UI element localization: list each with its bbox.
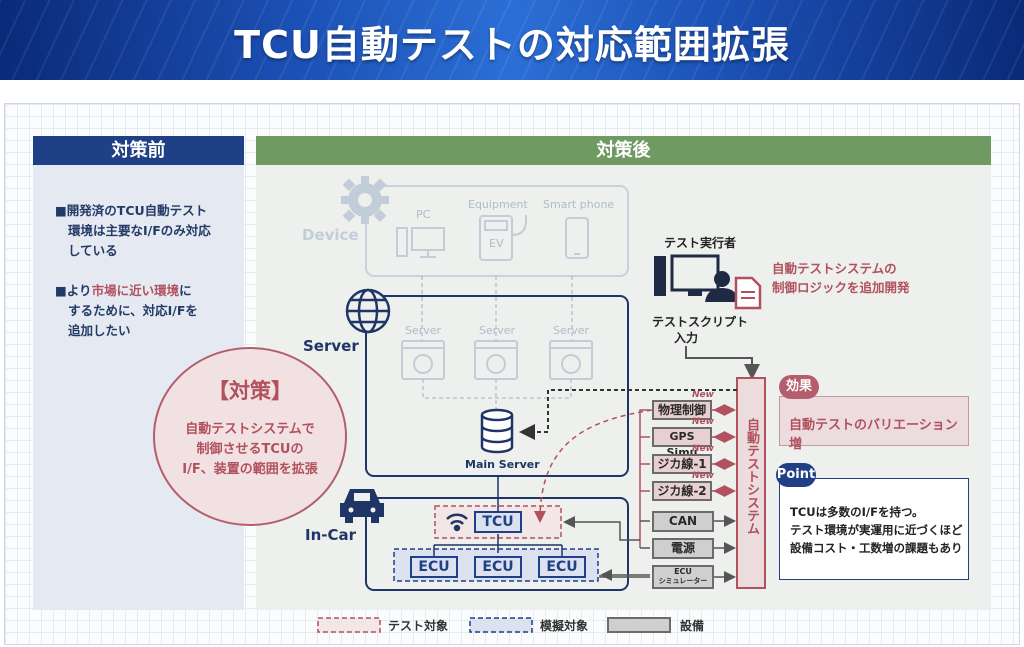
incar-label: In-Car xyxy=(305,526,357,544)
effect-box: 自動テストのバリエーション増 xyxy=(779,396,969,452)
before-bullet-2-suffix: に xyxy=(179,283,192,298)
database-icon xyxy=(480,408,514,454)
before-bullet-2-prefix: ■より xyxy=(55,283,92,298)
before-bullet-2-line-3: 追加したい xyxy=(68,323,131,338)
ecu-sim-bottom: シミュレーター xyxy=(658,577,708,585)
server-icon-1 xyxy=(401,340,445,380)
server-sub-label-2: Server xyxy=(479,324,516,337)
effect-tag: 効果 xyxy=(779,375,819,399)
tcu-box: TCU xyxy=(474,511,522,533)
point-tag: Point xyxy=(776,463,816,487)
before-bullet-2-line-2: するために、対応I/Fを xyxy=(68,303,198,318)
ecu-box-1: ECU xyxy=(410,556,458,578)
measure-circle xyxy=(153,347,347,526)
interface-ecu-simulator: ECU シミュレーター xyxy=(652,565,714,589)
gear-icon xyxy=(341,176,389,224)
smartphone-label: Smart phone xyxy=(543,198,615,211)
auto-test-system-label: 自動テストシステム xyxy=(744,418,759,535)
dev-note-line-2: 制御ロジックを追加開発 xyxy=(772,280,910,295)
new-badge-3: New xyxy=(692,444,714,454)
dev-note-line-1: 自動テストシステムの xyxy=(772,261,897,276)
main-server-label: Main Server xyxy=(465,458,540,471)
new-badge-1: New xyxy=(692,390,714,400)
measure-title: 【対策】 xyxy=(208,379,292,403)
point-line-1: TCUは多数のI/Fを持つ。 xyxy=(790,505,924,519)
device-group xyxy=(341,176,629,277)
interface-can: CAN xyxy=(652,511,714,532)
point-line-3: 設備コスト・工数増の課題もあり xyxy=(790,541,963,555)
point-box xyxy=(779,478,969,580)
device-label: Device xyxy=(302,226,359,244)
before-header: 対策前 xyxy=(33,136,244,165)
interface-physical-control: 物理制御 xyxy=(652,400,712,420)
title-banner xyxy=(0,0,1024,80)
legend-equipment-swatch xyxy=(607,617,671,633)
new-badge-4: New xyxy=(692,471,714,481)
document-icon xyxy=(734,276,762,310)
tester-title: テスト実行者 xyxy=(664,236,737,250)
pc-icon xyxy=(396,227,445,258)
script-input-line-2: 入力 xyxy=(674,331,699,345)
ev-charger-icon xyxy=(479,215,527,261)
server-icon-2 xyxy=(474,340,518,380)
ecu-box-2: ECU xyxy=(474,556,522,578)
legend-test-target: テスト対象 xyxy=(388,619,449,633)
new-badge-2: New xyxy=(692,417,714,427)
legend-equipment: 設備 xyxy=(680,619,705,633)
legend-test-swatch xyxy=(317,617,381,633)
script-input-line-1: テストスクリプト xyxy=(652,315,749,329)
measure-line-3: I/F、装置の範囲を拡張 xyxy=(182,462,318,477)
equipment-links xyxy=(714,515,736,583)
before-bullet-1-line-2: 環境は主要なI/Fのみ対応 xyxy=(68,223,211,238)
after-header: 対策後 xyxy=(256,136,991,165)
legend-sim-swatch xyxy=(469,617,533,633)
interface-direct-wire-1: ジカ線-1 xyxy=(652,454,712,474)
server-sub-label-3: Server xyxy=(553,324,590,337)
server-icon-3 xyxy=(549,340,593,380)
server-sub-label-1: Server xyxy=(405,324,442,337)
ecu-sim-top: ECU xyxy=(674,567,692,576)
equipment-label: Equipment xyxy=(468,198,528,211)
before-bullet-1-line-3: している xyxy=(68,243,118,258)
pc-label: PC xyxy=(416,208,431,221)
car-icon xyxy=(340,489,384,523)
before-bullet-2-highlight: 市場に近い環境 xyxy=(91,283,180,298)
ev-label: EV xyxy=(489,237,504,250)
measure-line-1: 自動テストシステムで xyxy=(185,422,315,437)
legend-simulated-target: 模擬対象 xyxy=(540,619,589,633)
interface-direct-wire-2: ジカ線-2 xyxy=(652,481,712,501)
server-label: Server xyxy=(303,337,359,355)
measure-line-2: 制御させるTCUの xyxy=(196,442,304,457)
before-bullet-1-line-1: ■開発済のTCU自動テスト xyxy=(55,203,208,218)
globe-icon xyxy=(345,288,391,334)
page-title: TCU自動テストの対応範囲拡張 xyxy=(234,23,790,67)
interface-power: 電源 xyxy=(652,538,714,559)
wifi-icon xyxy=(446,513,468,532)
tester-icon xyxy=(654,254,739,302)
server-group xyxy=(345,276,629,477)
interface-links xyxy=(712,404,736,497)
auto-test-system-box xyxy=(736,377,766,589)
point-line-2: テスト環境が実運用に近づくほど xyxy=(790,523,963,537)
before-bullet-2-line-1: ■より市場に近い環境に xyxy=(55,280,192,301)
ecu-box-3: ECU xyxy=(538,556,586,578)
smartphone-icon xyxy=(565,217,589,259)
